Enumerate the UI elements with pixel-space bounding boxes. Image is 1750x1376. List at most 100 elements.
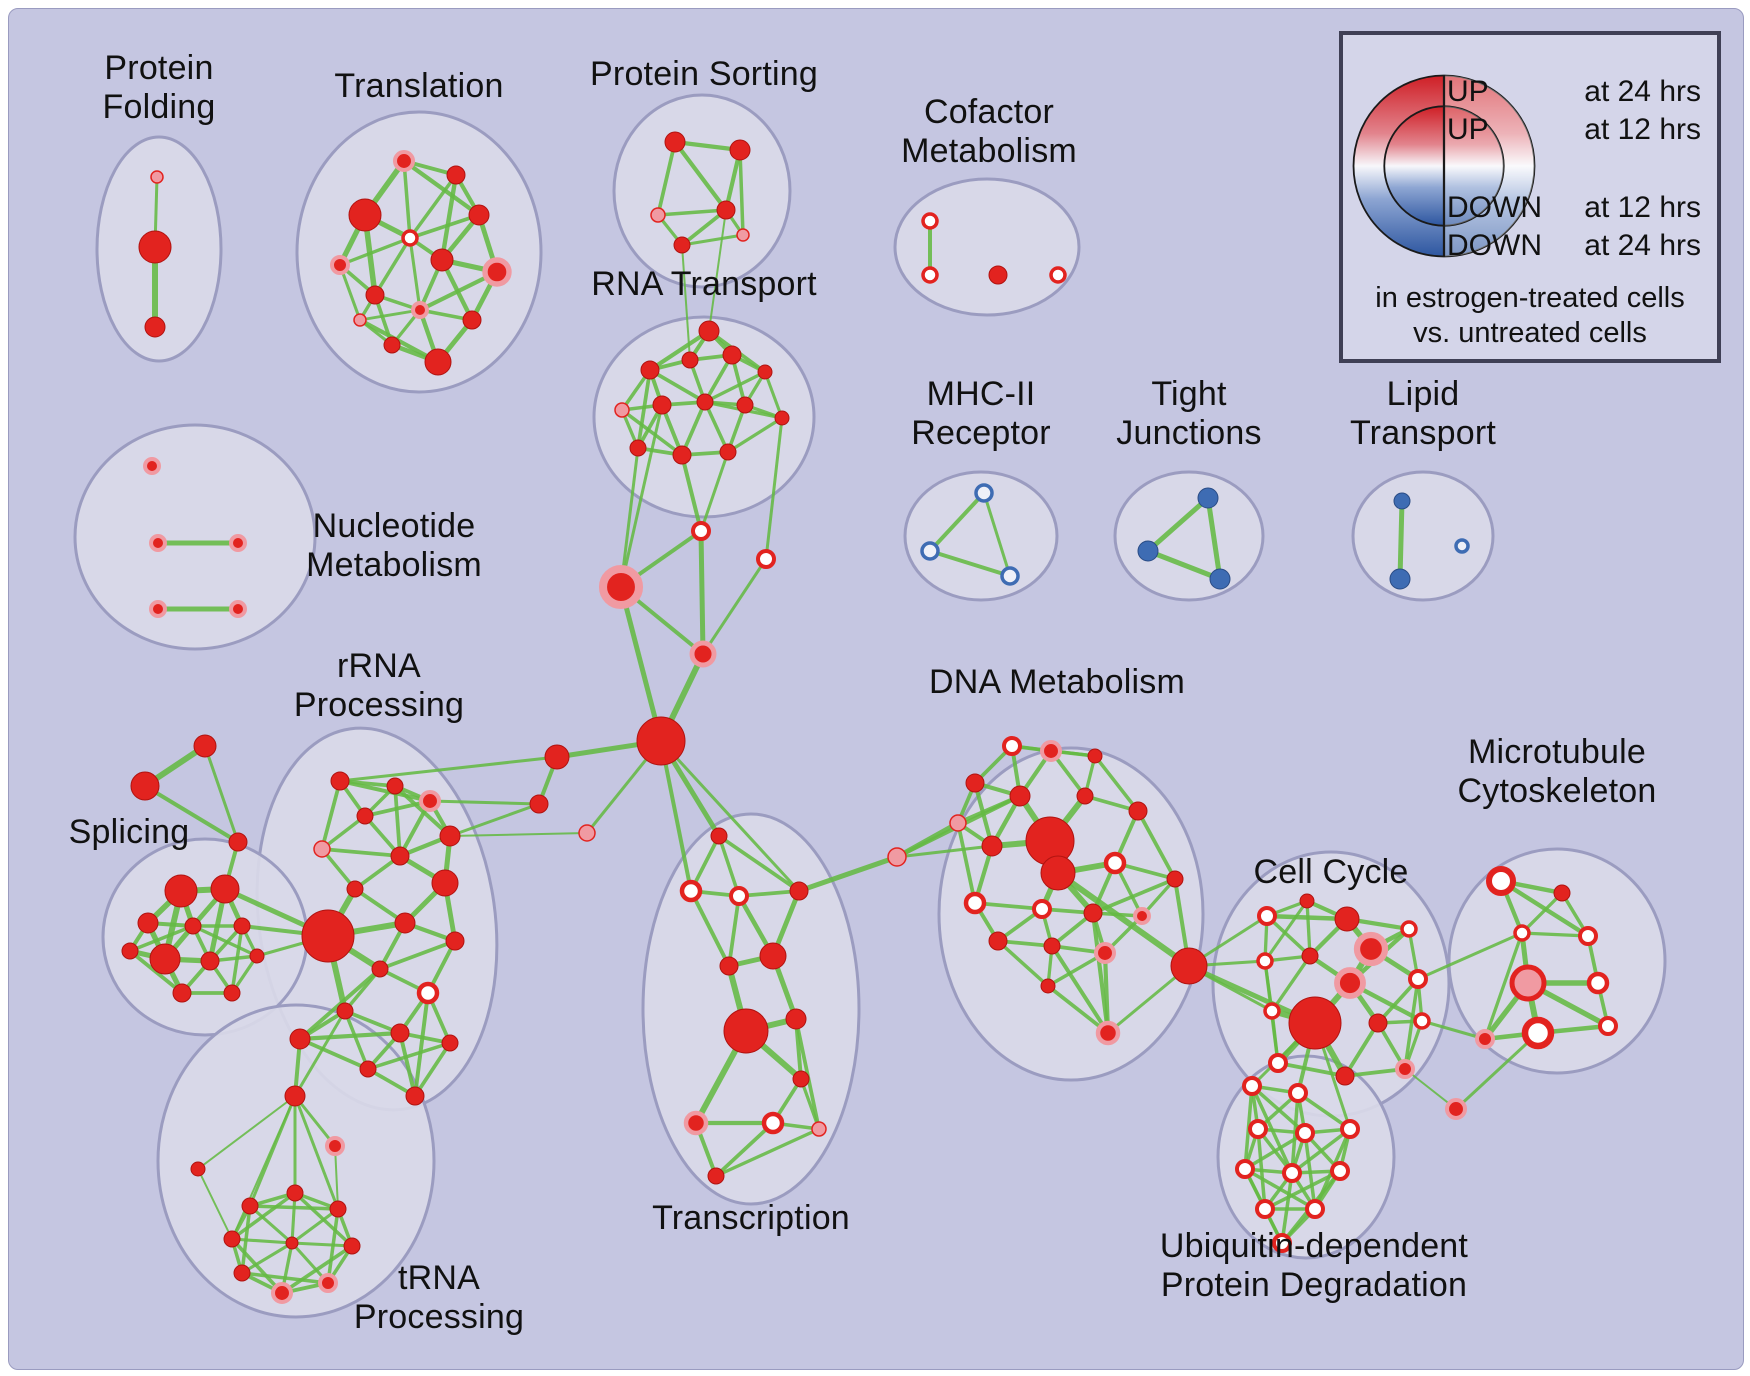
gene-node-cc1 (1257, 906, 1277, 926)
gene-node-rt7 (696, 393, 714, 411)
gene-node-ch5 (689, 640, 717, 668)
gene-node-hub (636, 716, 686, 766)
gene-node-cc2 (1299, 893, 1315, 909)
cluster-label-trna-processing: tRNA Processing (353, 1259, 525, 1337)
network-edge (248, 1204, 294, 1245)
gene-node-ch3 (756, 549, 776, 569)
gene-node-tn10 (233, 1264, 251, 1282)
cluster-label-protein-folding: Protein Folding (102, 49, 216, 127)
gene-node-lp2 (1389, 568, 1411, 590)
network-edge (1305, 900, 1312, 957)
gene-node-rr8 (431, 869, 459, 897)
network-edge (408, 173, 458, 240)
gene-node-t1 (193, 734, 217, 758)
gene-node-ub7 (1282, 1163, 1302, 1183)
gene-node-ub4 (1295, 1123, 1315, 1143)
gene-node-sp8 (249, 948, 265, 964)
gene-node-t2 (130, 771, 160, 801)
network-edge (379, 939, 456, 971)
gene-node-rt10 (629, 439, 647, 457)
network-edge (1403, 978, 1420, 1070)
legend-down-24-dir: DOWN (1447, 229, 1542, 262)
network-edge (320, 814, 367, 851)
network-edge (1417, 931, 1523, 981)
gene-node-rr10 (301, 909, 355, 963)
gene-node-sp7 (200, 951, 220, 971)
gene-node-rr7 (390, 846, 410, 866)
legend: UP at 24 hrs UP at 12 hrs DOWN at 12 hrs… (1339, 31, 1721, 363)
gene-node-tx10 (683, 1110, 709, 1136)
network-edge (1244, 1131, 1306, 1171)
network-edge (197, 1168, 233, 1240)
network-edge (291, 1241, 353, 1248)
gene-node-cc6 (1256, 952, 1274, 970)
network-edge (1421, 1019, 1486, 1041)
gene-node-tx13 (707, 1167, 725, 1185)
network-edge (1280, 1172, 1294, 1244)
network-edge (1092, 877, 1176, 915)
gene-node-tx11 (761, 1111, 785, 1135)
network-edge (996, 939, 1050, 988)
network-edge (619, 447, 640, 588)
gene-node-sp5 (233, 917, 251, 935)
gene-node-tr3 (348, 198, 382, 232)
gene-node-dm15 (1032, 899, 1052, 919)
network-edge (1046, 984, 1110, 1035)
gene-node-tj3 (1209, 568, 1231, 590)
gene-node-tn12 (285, 1236, 299, 1250)
gene-node-tn8 (318, 1273, 338, 1293)
network-edge (680, 454, 703, 532)
legend-up-24-dir: UP (1447, 75, 1489, 108)
network-edge (241, 1241, 293, 1275)
gene-node-ub3 (1248, 1119, 1268, 1139)
network-edge (291, 1207, 339, 1245)
gene-node-dm17 (1133, 907, 1151, 925)
gene-node-tr4 (468, 204, 490, 226)
network-edge (449, 802, 540, 838)
network-edge (703, 401, 730, 453)
network-edge (230, 925, 244, 994)
network-edge (896, 844, 993, 859)
network-edge (698, 530, 706, 655)
gene-node-pf2 (138, 230, 172, 264)
inner-right-half (1444, 106, 1504, 226)
gene-node-rt12 (719, 443, 737, 461)
network-edge (648, 329, 711, 372)
gene-node-cc14 (1268, 1053, 1288, 1073)
network-edge (928, 491, 986, 553)
gene-node-dm6 (1076, 787, 1094, 805)
gene-node-tr2 (446, 165, 466, 185)
network-edge (1270, 955, 1312, 1012)
network-edge (339, 755, 558, 783)
gene-node-tx4 (789, 881, 809, 901)
network-edge (618, 586, 664, 742)
network-edge (343, 1010, 370, 1070)
cluster-label-splicing: Splicing (68, 813, 190, 851)
gene-node-tr7 (430, 248, 454, 272)
network-edge (143, 784, 240, 844)
gene-node-ub2 (1288, 1083, 1308, 1103)
network-edge (636, 369, 652, 449)
legend-up-24-time: at 24 hrs (1584, 75, 1701, 108)
network-edge (373, 237, 412, 296)
gene-node-ub10 (1305, 1199, 1325, 1219)
network-edge (1256, 1128, 1267, 1210)
gene-node-cc12 (1368, 1013, 1388, 1033)
gene-node-mh2 (920, 541, 940, 561)
gene-node-dm22 (1095, 1020, 1121, 1046)
network-edge (192, 924, 258, 958)
gene-node-ub8 (1330, 1161, 1350, 1181)
network-edge (956, 822, 977, 904)
gene-node-mt4 (1578, 926, 1598, 946)
cluster-label-ubiquitin-degradation: Ubiquitin-dependent Protein Degradation (1159, 1227, 1469, 1305)
network-edge (364, 799, 431, 818)
gene-node-tx5 (719, 956, 739, 976)
network-edge (1520, 891, 1564, 935)
cluster-label-cell-cycle: Cell Cycle (1253, 853, 1409, 891)
network-edge (1056, 870, 1191, 969)
network-edge (798, 854, 898, 894)
legend-caption: in estrogen-treated cells vs. untreated … (1375, 282, 1685, 350)
gene-node-rr15 (336, 1002, 354, 1020)
network-edge (334, 1145, 339, 1210)
gene-node-tn4 (241, 1197, 259, 1215)
